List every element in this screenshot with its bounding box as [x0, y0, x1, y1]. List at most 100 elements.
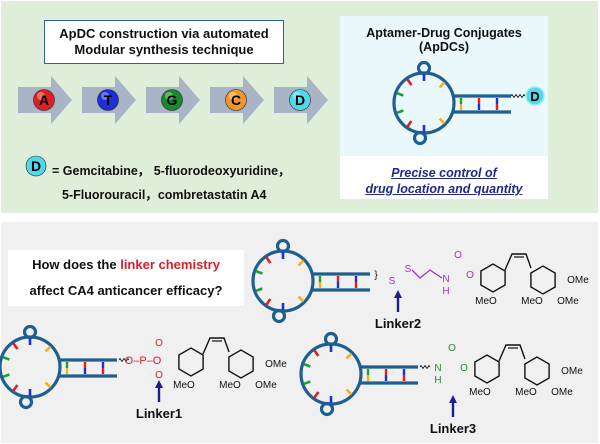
- linker2-sulfur-1: S: [389, 276, 396, 287]
- drug-legend-letter: D: [31, 158, 41, 174]
- apdc-aptamer: [392, 60, 511, 146]
- question-line-2: affect CA4 anticancer efficacy?: [29, 283, 223, 298]
- aptamer-linker2: [251, 238, 370, 324]
- question-box: How does the linker chemistry affect CA4…: [8, 250, 244, 306]
- question-line-1: How does the linker chemistry: [8, 252, 244, 278]
- loop-base: [44, 345, 52, 353]
- nucleotide-ball-c: [225, 89, 247, 111]
- ring-b: [228, 349, 254, 379]
- loop-base: [44, 381, 52, 389]
- ball-highlight: [293, 92, 301, 100]
- linker2-hydrogen: H: [442, 286, 449, 297]
- apdc-caption-line-1: Precise control of: [391, 166, 497, 180]
- linker1-oxide: O: [155, 370, 163, 381]
- drug-legend-line-2: 5-Fluorouracil，combretastatin A4: [62, 188, 267, 202]
- loop-base: [12, 384, 19, 392]
- loop-base: [303, 380, 311, 386]
- linker3-carbonyl-o: O: [448, 343, 456, 354]
- loop-base: [406, 78, 413, 86]
- ball-letter: C: [231, 92, 241, 108]
- loop-base: [265, 256, 272, 264]
- drug-legend-line-1: = Gemcitabine， 5-fluorodeoxyuridine，: [52, 164, 291, 178]
- cis-alkene: [202, 337, 230, 355]
- methoxy-label: MeO: [469, 387, 491, 398]
- linker1-pointer-head: [155, 380, 163, 388]
- linker3-hydrogen: H: [434, 375, 441, 386]
- modular-synthesis-title-box: ApDC construction via automated Modular …: [44, 20, 284, 64]
- aptamer-linker3: [299, 331, 418, 417]
- title-line-2: Modular synthesis technique: [74, 42, 254, 57]
- methoxy-label: MeO: [173, 380, 195, 391]
- loop-base: [438, 81, 446, 89]
- main-loop: [0, 335, 62, 399]
- linker2-ethyl-chain: [411, 269, 443, 279]
- main-loop: [392, 71, 456, 135]
- loop-base: [313, 349, 320, 357]
- linker1-phosphate: O–P–O: [125, 355, 162, 367]
- ball-highlight: [165, 92, 173, 100]
- loop-base: [2, 355, 10, 361]
- ball-circle: [97, 89, 119, 111]
- title-line-1: ApDC construction via automated: [59, 26, 269, 41]
- ball-letter: D: [295, 92, 305, 108]
- ball-letter: T: [104, 92, 113, 108]
- loop-base: [438, 117, 446, 125]
- nucleotide-ball-g: [161, 89, 183, 111]
- linker1-oxo: O: [155, 338, 163, 349]
- loop-base: [396, 91, 404, 97]
- linker3-nitrogen: N: [434, 363, 441, 374]
- ball-circle: [289, 89, 311, 111]
- linker2-ester-o: O: [466, 270, 474, 281]
- methoxy-label: MeO: [515, 387, 537, 398]
- linker2-pointer-label: Linker2: [375, 316, 421, 331]
- apdc-title: Aptamer-Drug Conjugates (ApDCs): [366, 26, 522, 54]
- methoxy-label: OMe: [567, 275, 589, 286]
- ring-a: [178, 347, 204, 377]
- loop-base: [255, 287, 263, 293]
- linker3-ester-o: O: [460, 363, 468, 374]
- apdc-panel: Aptamer-Drug Conjugates (ApDCs) Precise …: [340, 16, 548, 199]
- ball-letter: A: [39, 92, 49, 108]
- nucleotide-ball-a: [33, 89, 55, 111]
- loop-base: [12, 342, 19, 350]
- drug-legend-ball: [25, 155, 47, 177]
- linker2-sulfur-2: S: [405, 264, 412, 275]
- linker3-pointer-head: [449, 395, 457, 403]
- ring-b: [524, 356, 550, 386]
- methoxy-label: OMe: [557, 296, 579, 307]
- main-loop: [251, 249, 315, 313]
- apdc-linker-squiggle: [510, 93, 526, 99]
- ball-circle: [161, 89, 183, 111]
- apdc-caption-area: [340, 156, 548, 199]
- ball-letter: G: [167, 92, 178, 108]
- methoxy-label: OMe: [265, 359, 287, 370]
- loop-base: [2, 373, 10, 379]
- cis-alkene: [498, 344, 526, 362]
- linker1-squiggle: [118, 357, 130, 363]
- ring-a: [474, 354, 500, 384]
- apdc-drug-ball: [525, 86, 545, 106]
- aptamer-linker1: [0, 324, 117, 410]
- loop-base: [297, 295, 305, 303]
- methoxy-label: MeO: [475, 296, 497, 307]
- linker2-nitrogen: N: [442, 274, 449, 285]
- methoxy-label: OMe: [551, 387, 573, 398]
- loop-base: [406, 120, 413, 128]
- question-highlight: linker chemistry: [120, 257, 220, 272]
- linker2-wavy-bond: }: [374, 270, 378, 281]
- linker2-pointer-head: [394, 290, 402, 298]
- loop-base: [255, 269, 263, 275]
- loop-base: [345, 388, 353, 396]
- main-loop: [299, 342, 363, 406]
- loop-base: [345, 352, 353, 360]
- ball-highlight: [101, 92, 109, 100]
- linker3-pointer-label: Linker3: [430, 421, 476, 436]
- apdc-caption: Precise control of drug location and qua…: [340, 165, 548, 197]
- methoxy-label: OMe: [255, 380, 277, 391]
- ball-highlight: [229, 92, 237, 100]
- apdc-caption-line-2: drug location and quantity: [365, 182, 523, 196]
- loop-base: [297, 259, 305, 267]
- cis-alkene: [504, 253, 532, 271]
- methoxy-label: MeO: [219, 380, 241, 391]
